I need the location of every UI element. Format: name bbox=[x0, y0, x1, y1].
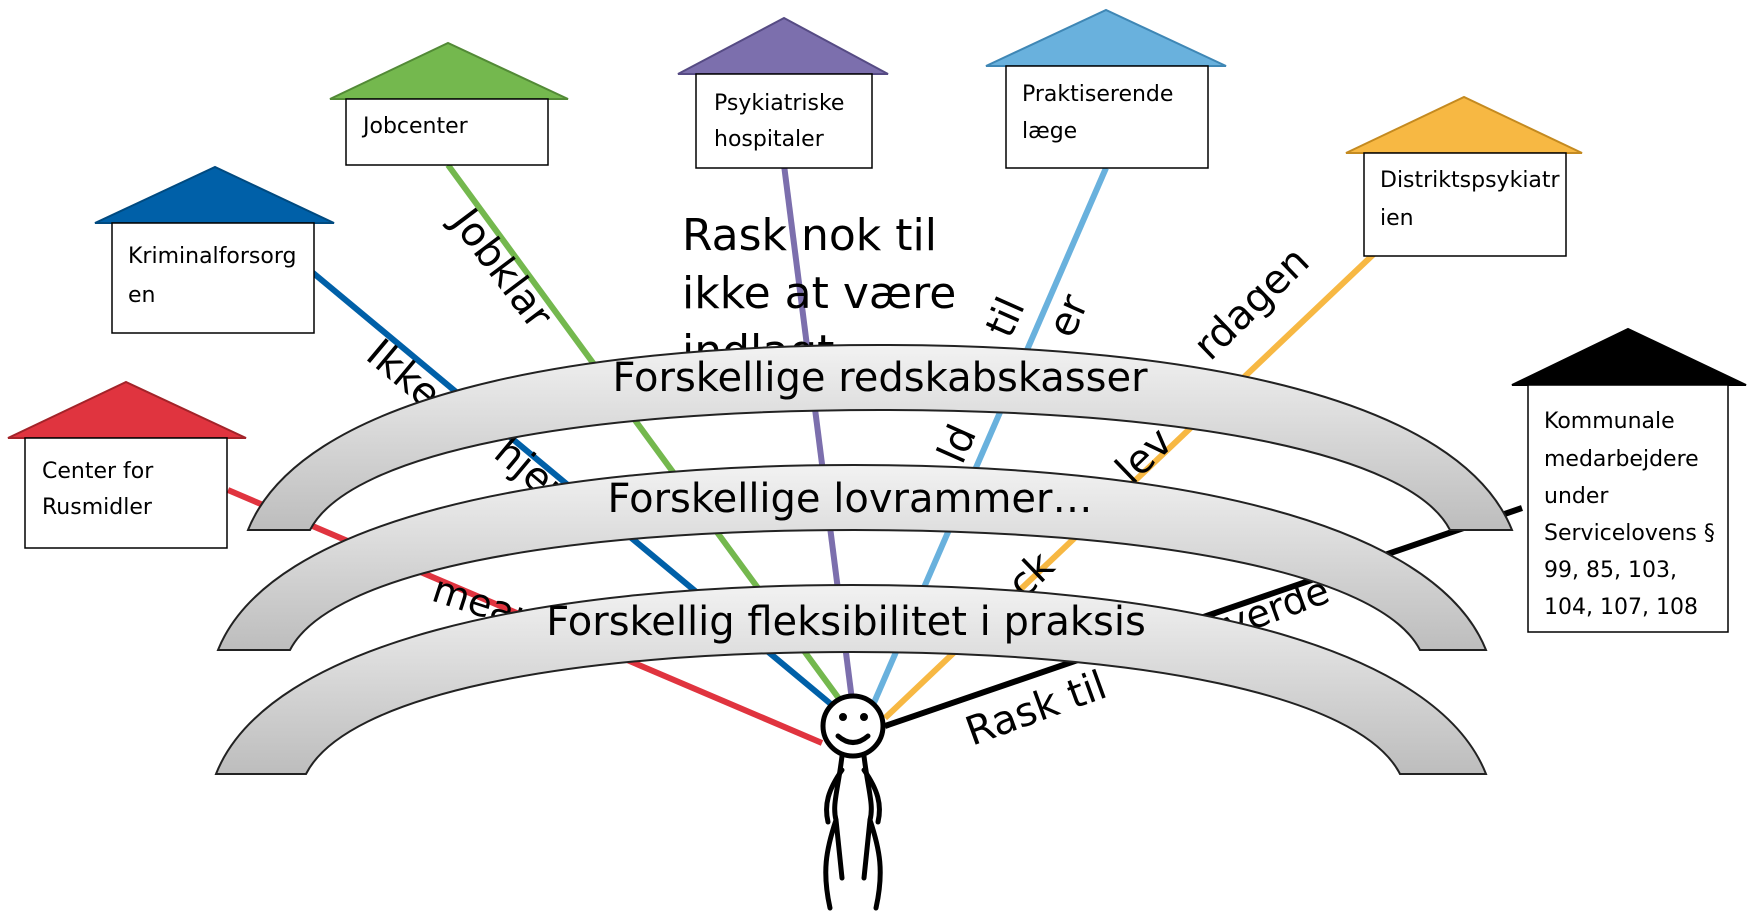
figure-arms bbox=[824, 767, 882, 825]
band-label-top: Forskellige redskabskasser bbox=[612, 355, 1148, 401]
house-label-line: en bbox=[128, 283, 155, 308]
roof-blue bbox=[94, 165, 335, 224]
house-psykiatriske: Psykiatriske hospitaler bbox=[677, 16, 889, 169]
rask-nok-line-2: ikke at være bbox=[682, 268, 956, 319]
house-label-line: hospitaler bbox=[714, 127, 825, 152]
house-label-line: Kommunale bbox=[1544, 409, 1675, 434]
house-label-line: Center for bbox=[42, 459, 154, 484]
figure-legs bbox=[823, 817, 883, 911]
house-label-line: læge bbox=[1022, 119, 1077, 144]
house-distrikt: Distriktspsykiatr ien bbox=[1345, 95, 1583, 257]
jobklar-label: Jobklar bbox=[440, 198, 561, 338]
house-box bbox=[111, 222, 315, 334]
figure-eye-right bbox=[860, 713, 868, 721]
figure-smile bbox=[835, 733, 871, 745]
house-label-line: Psykiatriske bbox=[714, 91, 844, 116]
band-label-middle: Forskellige lovrammer… bbox=[608, 476, 1093, 522]
roof-lightblue bbox=[985, 8, 1227, 67]
roof-red bbox=[7, 380, 247, 439]
house-label-line: Jobcenter bbox=[361, 114, 469, 139]
band-middle: Forskellige lovrammer… bbox=[216, 463, 1488, 651]
house-label-line: medarbejdere bbox=[1544, 447, 1699, 472]
house-box bbox=[695, 73, 873, 169]
house-box bbox=[1527, 384, 1729, 633]
band-bottom: Forskellig fleksibilitet i praksis bbox=[214, 583, 1488, 775]
house-label-line: Kriminalforsorg bbox=[128, 244, 296, 269]
band-shape bbox=[246, 343, 1514, 531]
band-top: Forskellige redskabskasser bbox=[246, 343, 1514, 531]
house-label-line: under bbox=[1544, 484, 1609, 509]
house-label-line: 104, 107, 108 bbox=[1544, 595, 1698, 620]
figure-body bbox=[832, 753, 874, 823]
house-box bbox=[345, 98, 549, 166]
house-kriminalforsorgen: Kriminalforsorg en bbox=[94, 165, 335, 334]
figure-head bbox=[820, 693, 886, 759]
house-label-line: ien bbox=[1380, 206, 1414, 231]
roof-purple bbox=[677, 16, 889, 75]
figure-eye-left bbox=[839, 713, 847, 721]
rdagen-label: rdagen bbox=[1185, 238, 1318, 369]
house-label-line: Praktiserende bbox=[1022, 82, 1173, 107]
rask-nok-line-1: Rask nok til bbox=[682, 210, 937, 261]
house-label-line: Servicelovens § bbox=[1544, 521, 1715, 546]
house-box bbox=[1005, 65, 1209, 169]
roof-black bbox=[1511, 327, 1747, 386]
house-praktiserende: Praktiserende læge bbox=[985, 8, 1227, 169]
house-box bbox=[1363, 152, 1567, 257]
stick-figure bbox=[820, 693, 886, 911]
house-kommunale: Kommunale medarbejdere under Servicelove… bbox=[1511, 327, 1747, 633]
band-shape bbox=[216, 463, 1488, 651]
house-label-line: 99, 85, 103, bbox=[1544, 558, 1677, 583]
house-label-line: Rusmidler bbox=[42, 495, 153, 520]
house-label-line: Distriktspsykiatr bbox=[1380, 168, 1561, 193]
house-box bbox=[24, 437, 228, 549]
band-label-bottom: Forskellig fleksibilitet i praksis bbox=[546, 599, 1146, 645]
house-jobcenter: Jobcenter bbox=[329, 41, 569, 166]
roof-green bbox=[329, 41, 569, 100]
band-shape bbox=[214, 583, 1488, 775]
roof-orange bbox=[1345, 95, 1583, 154]
house-rusmidler: Center for Rusmidler bbox=[7, 380, 247, 549]
til-label: til bbox=[977, 291, 1034, 344]
